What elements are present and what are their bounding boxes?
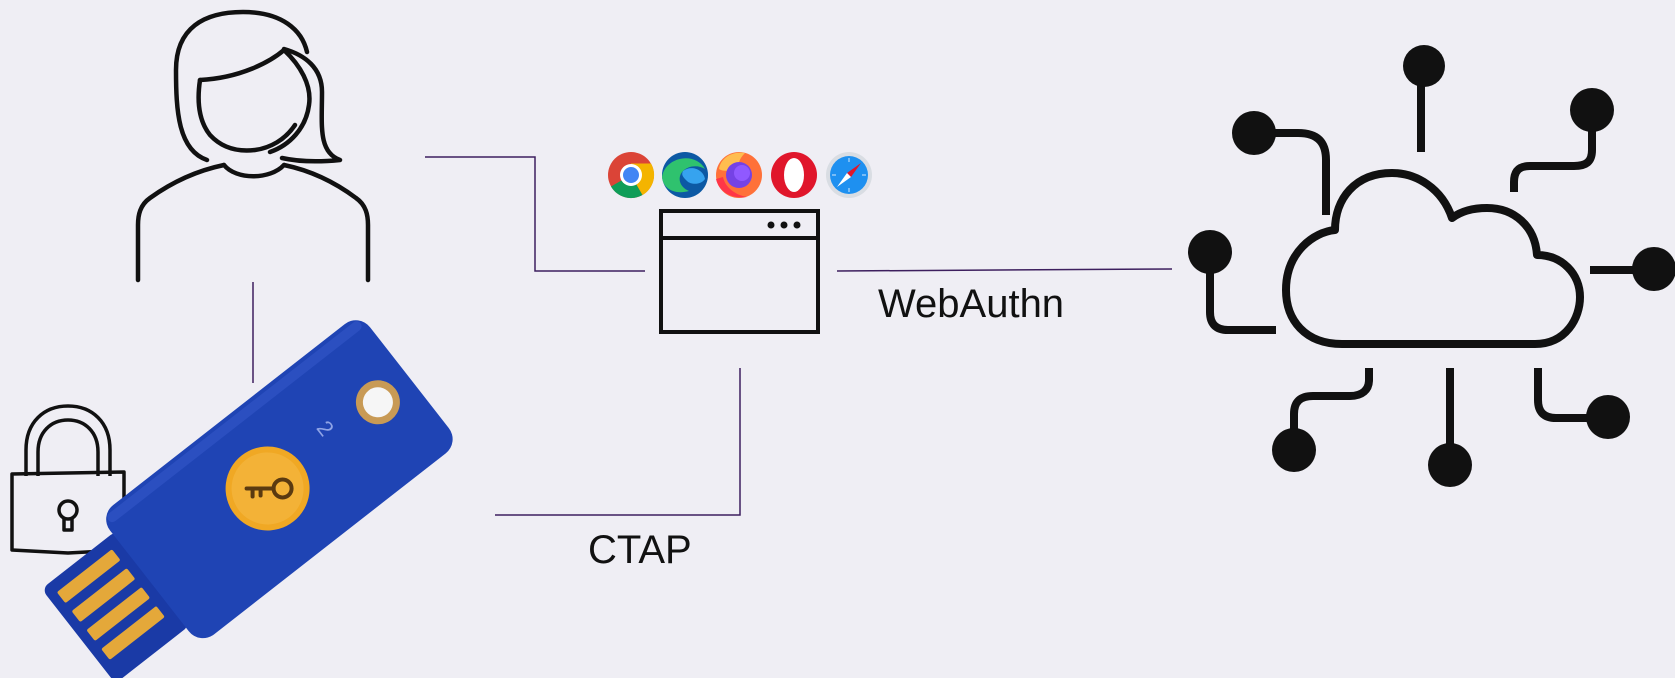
cloud-network-icon xyxy=(1188,45,1675,487)
connector-browser-key xyxy=(495,368,741,516)
connector-user-browser xyxy=(425,156,645,272)
chrome-icon xyxy=(608,152,655,199)
opera-icon xyxy=(771,152,817,198)
connector-browser-cloud xyxy=(836,268,1173,272)
browser-logos xyxy=(608,152,872,199)
padlock-icon xyxy=(10,404,126,555)
browser-window-icon xyxy=(659,209,820,334)
usb-security-key-icon: 2 xyxy=(44,320,453,678)
edge-icon xyxy=(662,152,708,198)
safari-icon xyxy=(826,152,872,198)
cloud-shape xyxy=(1282,169,1584,348)
webauthn-label: WebAuthn xyxy=(878,282,1065,326)
usb-contacts xyxy=(57,549,165,660)
ctap-label: CTAP xyxy=(588,528,692,572)
usb-connector xyxy=(44,533,188,678)
person-outline-icon xyxy=(135,9,371,283)
firefox-icon xyxy=(716,152,762,198)
key-glyph-icon xyxy=(244,477,294,500)
connectors xyxy=(252,156,1173,516)
